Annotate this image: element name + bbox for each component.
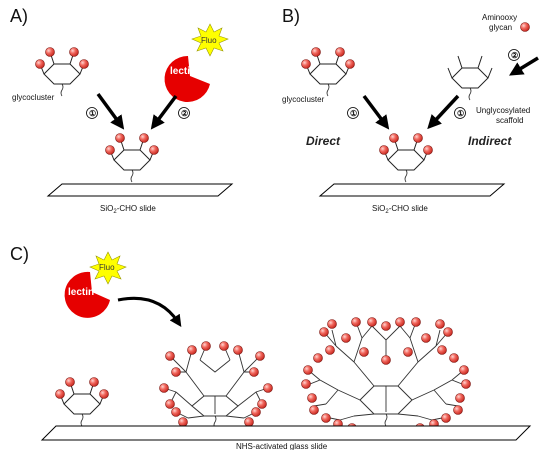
panel-b: B) glycocluster Unglycosylated scaffold … (282, 6, 539, 215)
lectin-c-label: lectin (68, 287, 94, 298)
glycocluster-b (301, 47, 355, 97)
slide-b (318, 183, 506, 197)
step-b-1-direct: ① (350, 109, 357, 118)
glycocluster-b-immobilized (379, 133, 433, 183)
arrow-b-indirect (427, 94, 460, 130)
glycocluster-a-immobilized (105, 133, 159, 183)
arrow-b-direct (362, 94, 390, 130)
arrow-a-1 (96, 92, 125, 130)
glycodendrimer-c-large (301, 317, 471, 433)
fluo-star-a: Fluo (191, 23, 229, 57)
step-b-1-indirect: ① (457, 109, 464, 118)
arrow-c (117, 296, 182, 327)
indirect-label: Indirect (468, 134, 512, 148)
step-b-2: ② (511, 51, 518, 60)
glycocluster-a (35, 47, 89, 97)
arrow-a-2 (150, 94, 178, 130)
fluo-c-label: Fluo (99, 263, 115, 272)
aminooxy-label-2: glycan (489, 23, 512, 32)
glycocluster-c-small (55, 377, 109, 427)
scaffold-b-label-2: scaffold (496, 116, 523, 125)
arrow-b-2 (509, 56, 539, 76)
step-a-2: ② (181, 109, 188, 118)
panel-a-letter: A) (10, 6, 28, 26)
aminooxy-label-1: Aminooxy (482, 13, 517, 22)
panel-b-letter: B) (282, 6, 300, 26)
fluo-a-label: Fluo (201, 36, 217, 45)
slide-b-label: SiO2-CHO slide (372, 204, 428, 215)
lectin-a-label: lectin (170, 66, 196, 77)
glycocluster-b-label: glycocluster (282, 95, 325, 104)
fluo-star-c: Fluo (89, 251, 127, 285)
slide-c-label: NHS-activated glass slide (236, 442, 328, 450)
aminooxy-glycan (520, 22, 530, 32)
panel-a: A) glycocluster lectin Fluo ① ② (10, 6, 234, 215)
panel-c-letter: C) (10, 244, 29, 264)
panel-c: C) lectin Fluo (10, 244, 532, 450)
slide-c (40, 425, 532, 441)
slide-a (46, 183, 234, 197)
lectin-a: lectin (164, 55, 210, 102)
scaffold-b-label-1: Unglycosylated (476, 106, 530, 115)
step-a-1: ① (89, 109, 96, 118)
glycodendrimer-c-medium (159, 341, 273, 429)
direct-label: Direct (306, 134, 341, 148)
glycocluster-a-label: glycocluster (12, 93, 55, 102)
lectin-c: lectin (64, 271, 110, 318)
scaffold-b (447, 55, 493, 101)
slide-a-label: SiO2-CHO slide (100, 204, 156, 215)
